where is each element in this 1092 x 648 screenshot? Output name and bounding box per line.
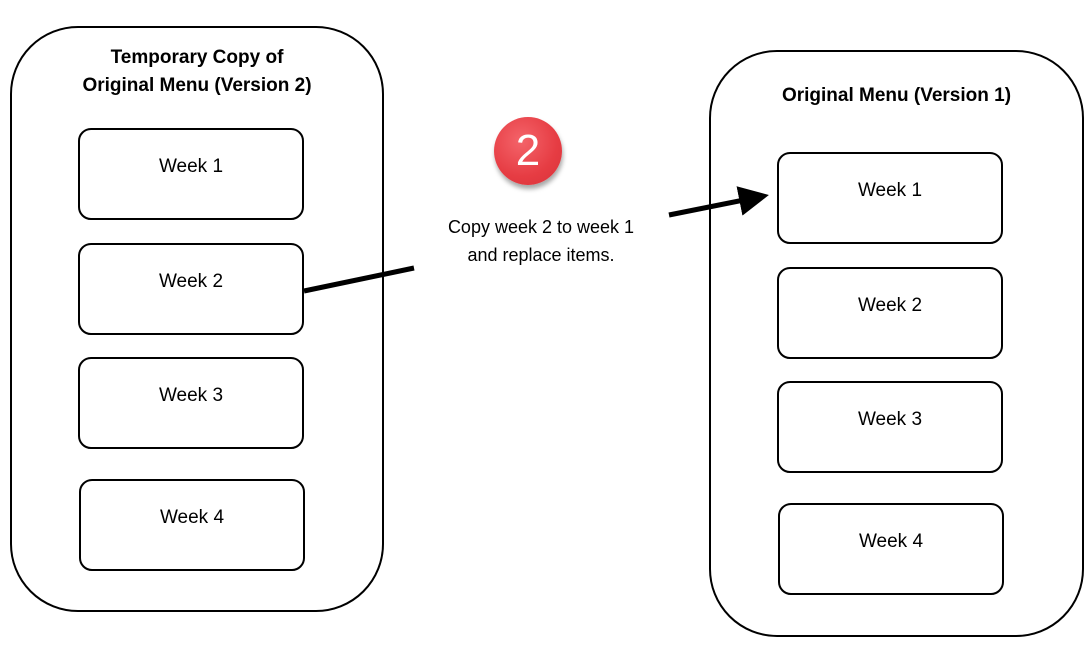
- temp-week-4-box: Week 4: [79, 479, 305, 571]
- step-number-badge: 2: [494, 117, 562, 185]
- original-week-4-box: Week 4: [778, 503, 1004, 595]
- original-week-1-label: Week 1: [857, 180, 923, 201]
- temp-week-2-label: Week 2: [158, 271, 224, 292]
- temp-week-2-box: Week 2: [78, 243, 304, 335]
- temporary-copy-title: Temporary Copy of Original Menu (Version…: [12, 44, 382, 100]
- original-week-1-box: Week 1: [777, 152, 1003, 244]
- temp-week-3-label: Week 3: [158, 385, 224, 406]
- step-instruction: Copy week 2 to week 1 and replace items.: [416, 213, 666, 269]
- original-week-2-label: Week 2: [857, 295, 923, 316]
- step-instruction-line1: Copy week 2 to week 1: [447, 217, 635, 237]
- arrow-segment-from-week-2: [303, 265, 415, 294]
- original-week-3-box: Week 3: [777, 381, 1003, 473]
- temp-week-1-box: Week 1: [78, 128, 304, 220]
- temp-week-3-box: Week 3: [78, 357, 304, 449]
- original-week-2-box: Week 2: [777, 267, 1003, 359]
- original-week-3-label: Week 3: [857, 409, 923, 430]
- temporary-copy-title-line2: Original Menu (Version 2): [82, 75, 312, 96]
- temp-week-1-label: Week 1: [158, 156, 224, 177]
- step-instruction-line2: and replace items.: [467, 245, 615, 265]
- original-week-4-label: Week 4: [858, 531, 924, 552]
- temp-week-4-label: Week 4: [159, 507, 225, 528]
- original-menu-title: Original Menu (Version 1): [781, 85, 1012, 106]
- temporary-copy-title-line1: Temporary Copy of: [110, 47, 284, 68]
- arrow-segment-to-week-1: [668, 186, 769, 218]
